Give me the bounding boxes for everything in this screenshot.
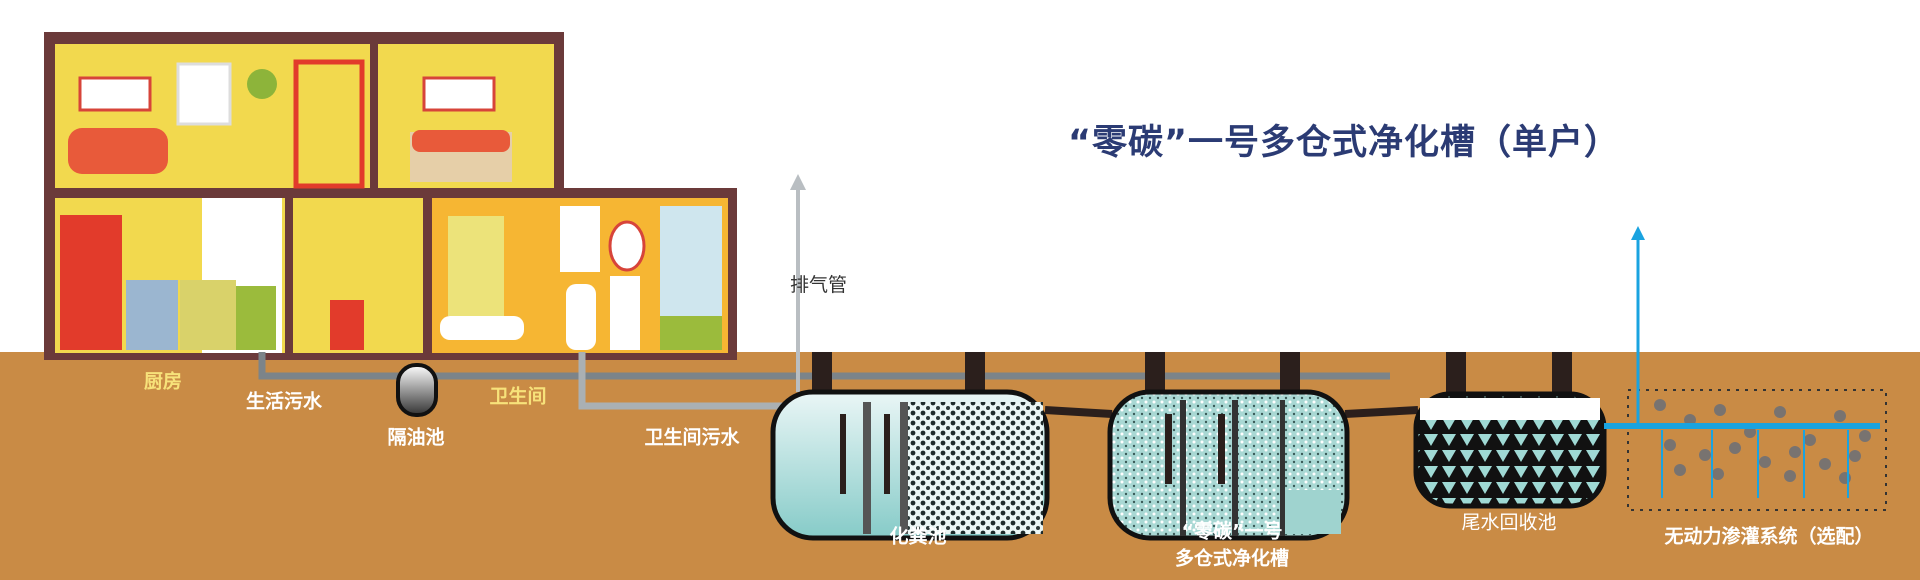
- grease-trap-label: 隔油池: [387, 426, 445, 449]
- domestic-sewage-label: 生活污水: [245, 390, 323, 413]
- vent-arrow-icon: [790, 174, 806, 190]
- tank-risers: [812, 352, 1572, 396]
- upward-arrow-icon: [1631, 226, 1645, 240]
- shower-curtain: [448, 216, 504, 316]
- seepage-arrows: [1661, 430, 1849, 498]
- bathroom-sewage-pipe: [578, 352, 790, 410]
- septic-tank-label: 化粪池: [889, 525, 947, 548]
- purifier-label-line1: “零碳”一号: [1181, 520, 1283, 543]
- purifier-label-line2: 多仓式净化槽: [1174, 547, 1290, 570]
- bathroom-sewage-label: 卫生间污水: [644, 426, 740, 449]
- domestic-sewage-pipe: [258, 352, 1390, 380]
- purifier-tank: [1107, 389, 1350, 541]
- tail-water-tank-label: 尾水回收池: [1461, 511, 1557, 534]
- sink: [610, 276, 640, 350]
- toilet: [566, 284, 596, 350]
- irrigation-system: [1604, 226, 1887, 511]
- sofa: [68, 128, 168, 174]
- stove: [126, 280, 178, 350]
- bathroom-label: 卫生间: [489, 385, 547, 408]
- grease-trap-icon: [396, 363, 438, 417]
- vent-pipe-label: 排气管: [790, 274, 848, 296]
- kitchen-label: 厨房: [143, 370, 183, 393]
- fridge: [60, 215, 122, 350]
- irrigation-system-label: 无动力渗灌系统（选配）: [1664, 525, 1874, 548]
- house: [44, 32, 737, 360]
- diagram-title: “零碳”一号多仓式净化槽（单户）: [1068, 123, 1621, 163]
- septic-tank: [770, 389, 1050, 541]
- tail-water-tank: [1413, 391, 1607, 509]
- bookshelf: [293, 59, 365, 189]
